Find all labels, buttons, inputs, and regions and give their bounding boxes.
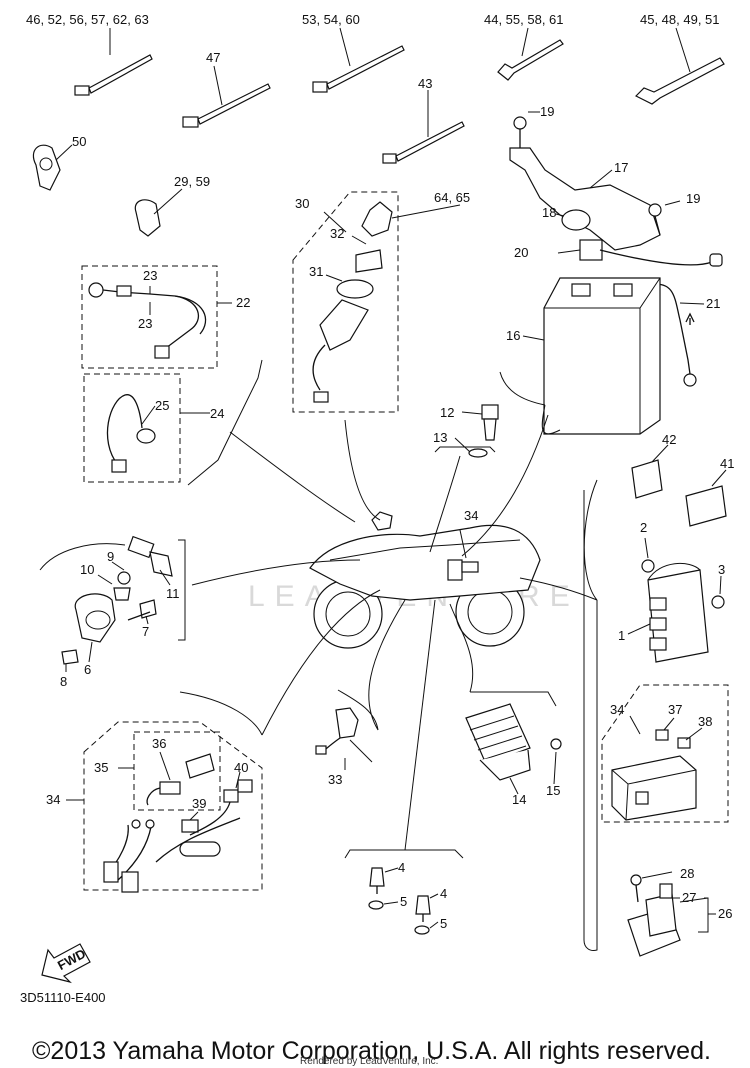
callout-35: 35 [94, 760, 108, 775]
cable-tie-47 [182, 65, 271, 128]
relay-42 [631, 444, 669, 499]
callout-31: 31 [309, 264, 323, 279]
atv-vehicle [309, 511, 541, 649]
callout-6: 6 [84, 662, 91, 677]
callout-44: 44, 55, 58, 61 [484, 12, 564, 27]
callout-12: 12 [440, 405, 454, 420]
callout-22: 22 [236, 295, 250, 310]
callout-45: 45, 48, 49, 51 [640, 12, 720, 27]
callout-23-top: 23 [143, 268, 157, 283]
callout-32: 32 [330, 226, 344, 241]
callout-2: 2 [640, 520, 647, 535]
cable-tie-44 [497, 27, 564, 81]
callout-labels: 46, 52, 56, 57, 62, 63 53, 54, 60 44, 55… [26, 12, 734, 931]
callout-18: 18 [542, 205, 556, 220]
callout-13: 13 [433, 430, 447, 445]
harness-34-box [83, 721, 263, 891]
fwd-arrow: FWD [41, 943, 91, 984]
callout-30: 30 [295, 196, 309, 211]
callout-4-left: 4 [398, 860, 405, 875]
callout-10: 10 [80, 562, 94, 577]
callout-38: 38 [698, 714, 712, 729]
callout-20: 20 [514, 245, 528, 260]
wire-harness-parts [88, 282, 232, 359]
fuse-box-parts [611, 715, 703, 821]
fuse-box-group-box [601, 684, 729, 823]
key-switch-parts [312, 201, 461, 403]
callout-19-right: 19 [686, 191, 700, 206]
battery-16 [522, 277, 661, 435]
callout-50: 50 [72, 134, 86, 149]
callout-26: 26 [718, 906, 732, 921]
cap-18 [555, 209, 591, 231]
callout-28: 28 [680, 866, 694, 881]
callout-36: 36 [152, 736, 166, 751]
relay-41 [685, 469, 727, 527]
callout-15: 15 [546, 783, 560, 798]
callout-27: 27 [682, 890, 696, 905]
callout-16: 16 [506, 328, 520, 343]
harness-34-parts [66, 751, 253, 893]
callout-41: 41 [720, 456, 734, 471]
callout-37: 37 [668, 702, 682, 717]
clamp-29 [134, 188, 183, 237]
callout-1: 1 [618, 628, 625, 643]
callout-29: 29, 59 [174, 174, 210, 189]
cdi-unit [627, 537, 725, 663]
callout-25: 25 [155, 398, 169, 413]
neutral-switch-33 [315, 707, 373, 770]
callout-5-left: 5 [400, 894, 407, 909]
callout-19-top: 19 [540, 104, 554, 119]
callout-14: 14 [512, 792, 526, 807]
callout-5-right: 5 [440, 916, 447, 931]
callout-17: 17 [614, 160, 628, 175]
ignition-coil-parts [61, 535, 173, 672]
callout-21: 21 [706, 296, 720, 311]
wire-harness-group-box [81, 265, 218, 369]
rectifier-14 [465, 703, 562, 795]
callout-8: 8 [60, 674, 67, 689]
leader-lines [39, 359, 598, 951]
callout-64: 64, 65 [434, 190, 470, 205]
callout-4-right: 4 [440, 886, 447, 901]
cable-tie-53 [312, 27, 405, 93]
callout-23-bottom: 23 [138, 316, 152, 331]
bolt-19-top [513, 111, 540, 148]
callout-33: 33 [328, 772, 342, 787]
cable-tie-45 [634, 27, 725, 105]
callout-11: 11 [166, 586, 180, 601]
cable-tie-43 [382, 90, 465, 164]
copyright-notice: ©2013 Yamaha Motor Corporation, U.S.A. A… [32, 1037, 711, 1065]
sensor-group-box [83, 373, 181, 483]
main-switch-group-box [292, 191, 399, 413]
callout-34-right: 34 [610, 702, 624, 717]
battery-bracket-17 [509, 147, 661, 251]
switch-12-13 [434, 404, 499, 458]
callout-47: 47 [206, 50, 220, 65]
clamp-50 [32, 144, 73, 191]
callout-46: 46, 52, 56, 57, 62, 63 [26, 12, 149, 27]
callout-7: 7 [142, 624, 149, 639]
callout-40: 40 [234, 760, 248, 775]
callout-34-left: 34 [46, 792, 60, 807]
terminal-cover-20 [557, 239, 603, 261]
cable-tie-46 [74, 28, 153, 96]
callout-39: 39 [192, 796, 206, 811]
diagram-code: 3D51110-E400 [20, 990, 106, 1005]
rendered-by: Rendered by LeadVenture, Inc. [300, 1056, 438, 1067]
starter-relay [627, 871, 716, 957]
callout-42: 42 [662, 432, 676, 447]
callout-24: 24 [210, 406, 224, 421]
callout-53: 53, 54, 60 [302, 12, 360, 27]
bolt-19-right [648, 200, 681, 236]
bolts-4-5 [368, 867, 439, 935]
callout-43: 43 [418, 76, 432, 91]
callout-34-top: 34 [464, 508, 478, 523]
callout-9: 9 [107, 549, 114, 564]
sensor-parts [106, 394, 210, 473]
harness-35-box [133, 731, 221, 811]
battery-lead-21 [599, 249, 723, 387]
callout-3: 3 [718, 562, 725, 577]
